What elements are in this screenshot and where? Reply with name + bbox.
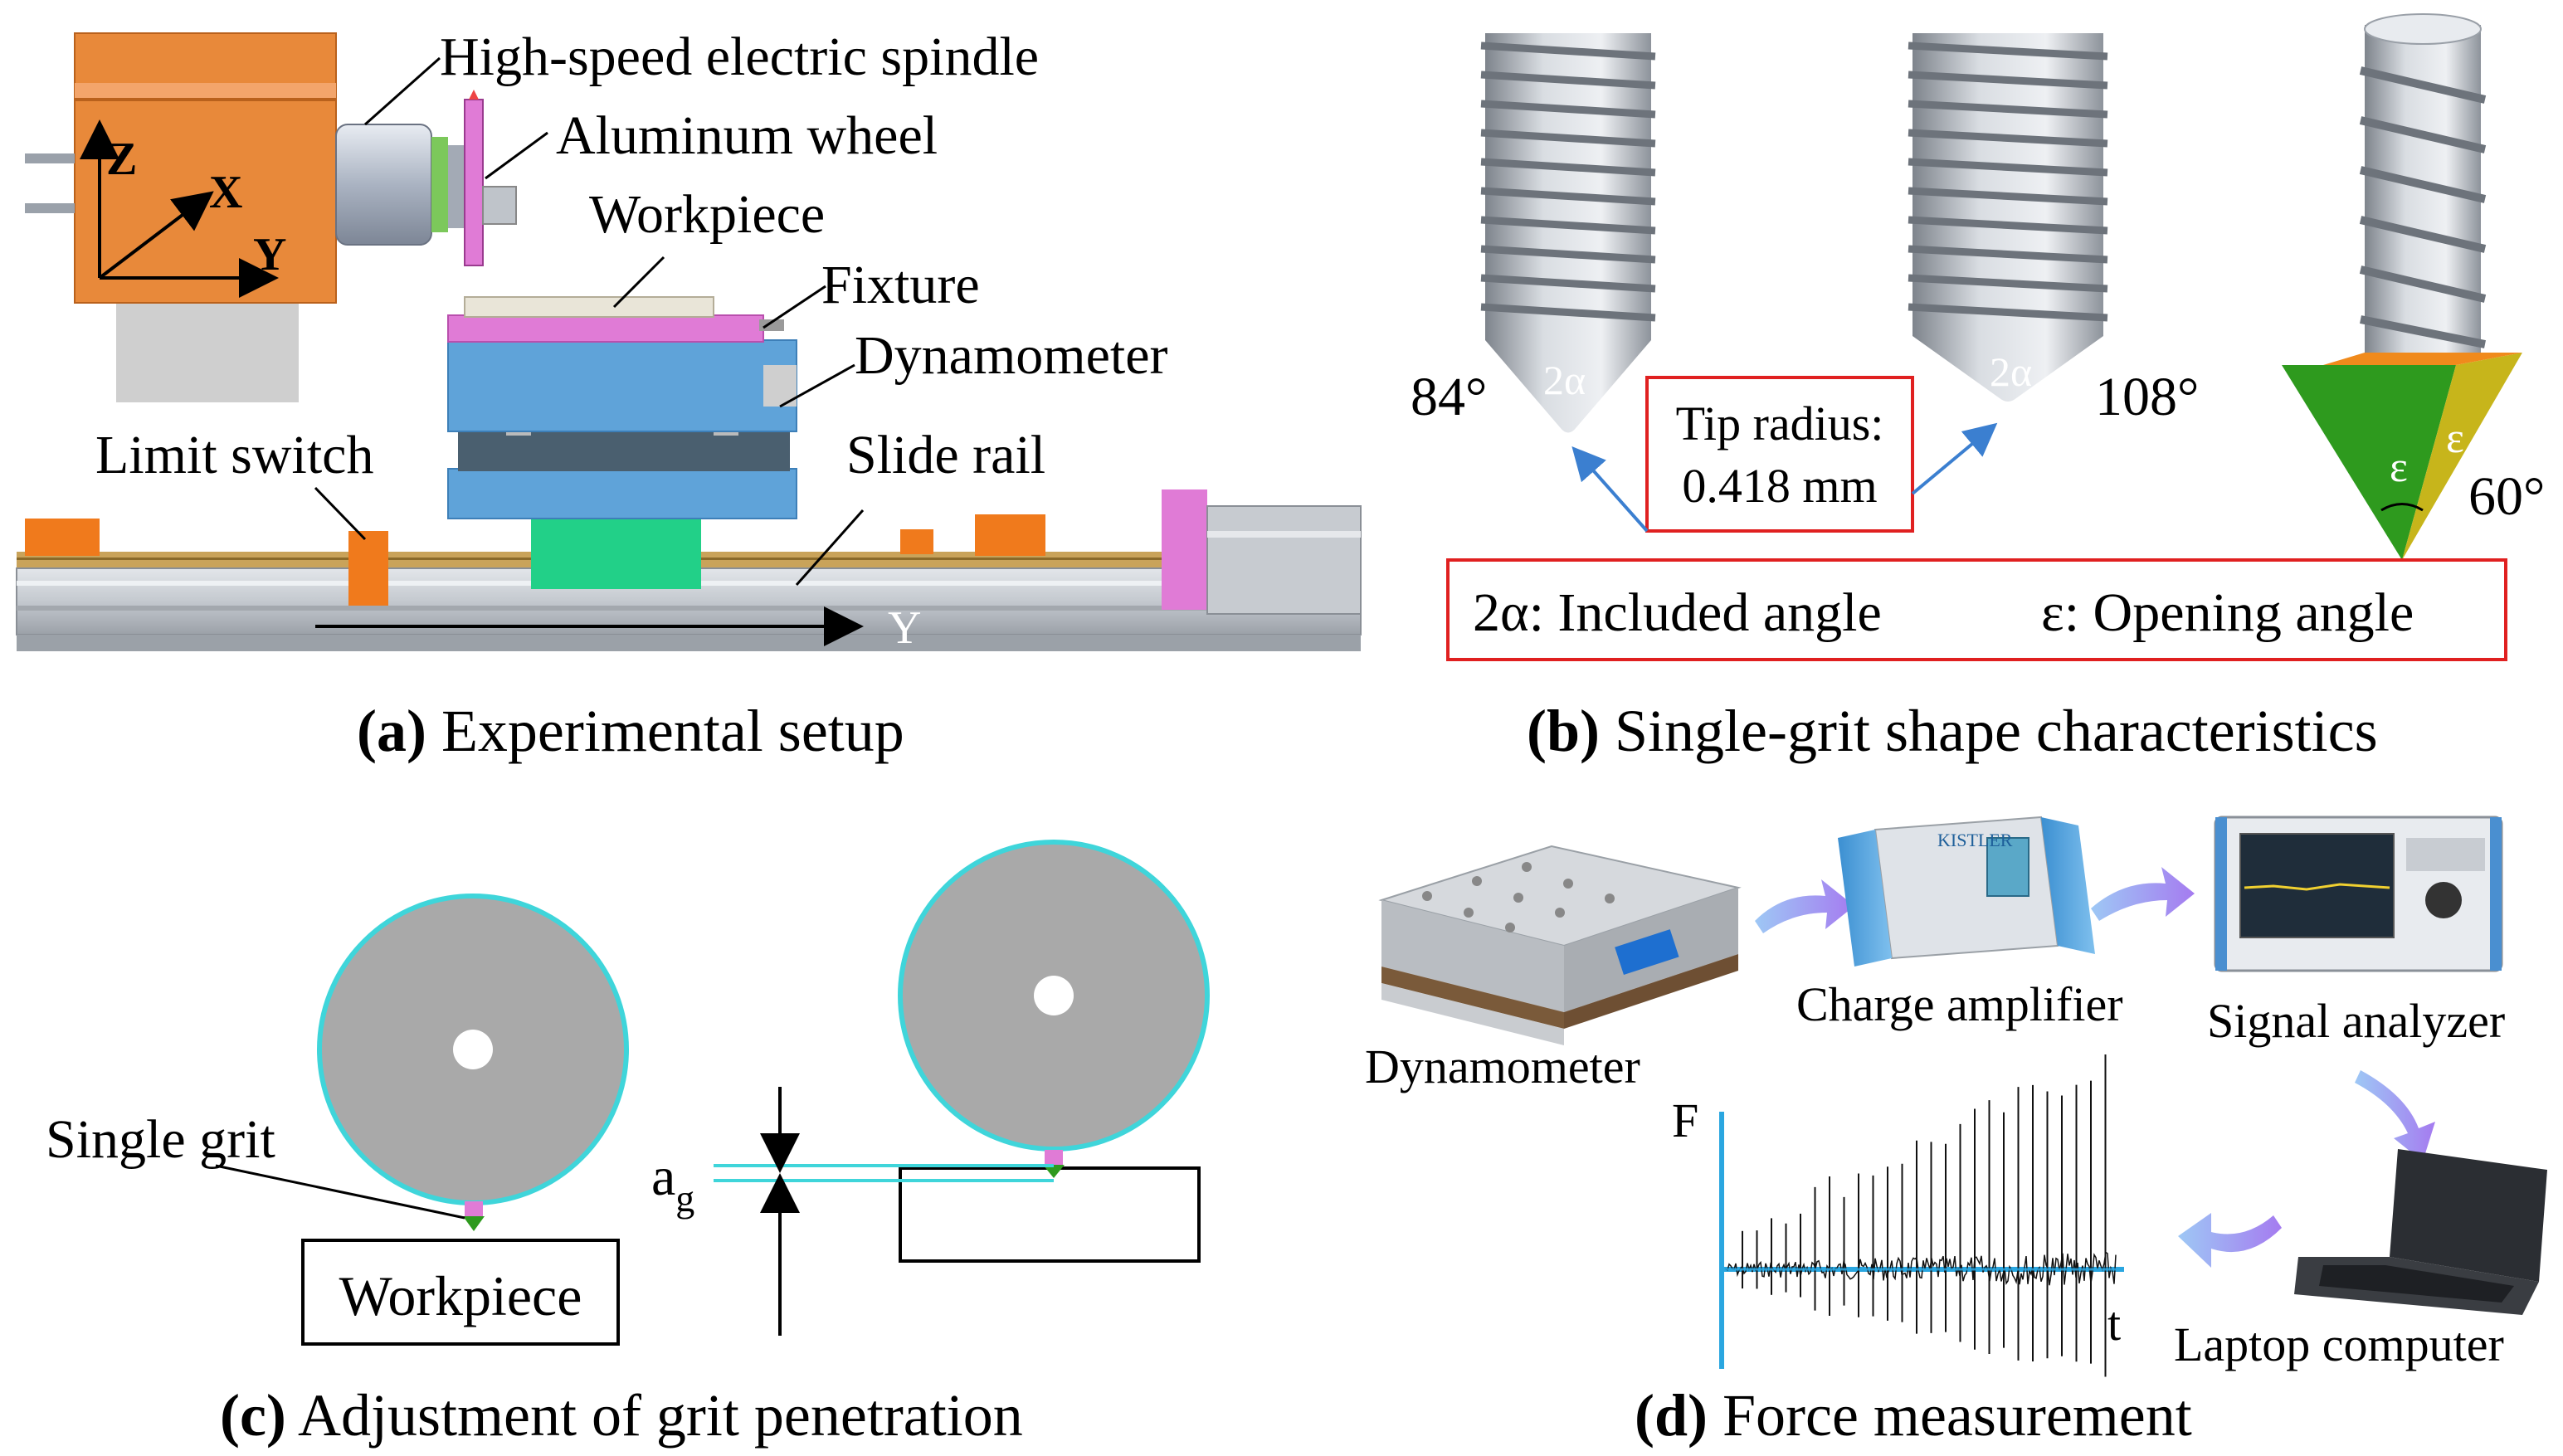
label-single-grit: Single grit <box>46 1109 275 1170</box>
spindle-body <box>335 124 432 246</box>
charge-amplifier-device <box>1838 816 2095 967</box>
tip-radius-line2: 0.418 mm <box>1682 459 1877 513</box>
signal-analyzer-device <box>2214 816 2503 972</box>
label-dynamometer-d: Dynamometer <box>1365 1040 1640 1093</box>
grit-60-epsilon-left: ε <box>2390 444 2408 491</box>
label-ag: ag <box>651 1147 694 1220</box>
force-noise <box>1725 1251 2117 1286</box>
caption-d-letter: (d) <box>1635 1382 1708 1449</box>
caption-c-letter: (c) <box>220 1382 286 1449</box>
angle-60-label: 60° <box>2468 466 2545 527</box>
spindle-collar <box>431 137 448 232</box>
force-signal-plot <box>1719 1054 2124 1377</box>
flow-arrow-2 <box>2091 867 2195 921</box>
fixture <box>447 314 764 343</box>
label-slide-rail: Slide rail <box>846 425 1045 485</box>
label-wheel: Aluminum wheel <box>556 105 938 166</box>
wheel-left-hole <box>453 1030 493 1069</box>
grit-holder-left <box>465 1201 483 1216</box>
spindle-nose <box>448 145 465 228</box>
caption-d: (d) Force measurement <box>1635 1382 2192 1449</box>
caption-c: (c) Adjustment of grit penetration <box>220 1382 1023 1449</box>
tip-radius-line1: Tip radius: <box>1676 397 1884 450</box>
flow-arrow-3 <box>2355 1070 2435 1161</box>
label-ag-main: a <box>651 1147 675 1207</box>
rail-end-block-2 <box>975 514 1045 556</box>
grit-holder-right <box>1045 1150 1063 1165</box>
angle-108-label: 108° <box>2095 367 2199 427</box>
caption-b-text: Single-grit shape characteristics <box>1615 698 2378 764</box>
panel-b-grit-shapes: 2α 84° 2α 108° Tip radius: 0.418 mm <box>1411 13 2545 764</box>
axis-y-label: Y <box>253 229 286 280</box>
angle-legend-box <box>1446 558 2507 661</box>
grit-60-drawing <box>2282 13 2522 560</box>
panel-d-force-measurement: Dynamometer KISTLER Charge amplifier Sig… <box>1365 816 2547 1449</box>
panel-c-penetration: Single grit Workpiece ag (c) Adjustment … <box>46 840 1210 1449</box>
tip-radius-arrow-right <box>1911 422 1998 495</box>
caption-a-text: Experimental setup <box>441 698 904 764</box>
carriage-mount <box>531 519 701 589</box>
rail-axis-y-label: Y <box>888 602 921 654</box>
plot-axis-t: t <box>2107 1297 2121 1351</box>
grit-108-drawing <box>1908 33 2108 402</box>
angle-84-label: 84° <box>1411 367 1487 427</box>
workpiece-box-left <box>301 1239 620 1346</box>
grit-84-drawing <box>1480 33 1656 433</box>
legend-opening-angle: ε: Opening angle <box>2041 582 2414 643</box>
plot-axis-f: F <box>1672 1093 1698 1147</box>
label-ag-sub: g <box>675 1177 694 1220</box>
fixture-bolt <box>759 319 784 331</box>
grit-84-two-alpha: 2α <box>1543 357 1586 403</box>
label-limit-switch: Limit switch <box>95 425 373 485</box>
laptop-device <box>2294 1149 2547 1315</box>
grit-108-two-alpha: 2α <box>1990 348 2032 395</box>
amplifier-brand: KISTLER <box>1937 830 2013 850</box>
caption-c-text: Adjustment of grit penetration <box>298 1382 1023 1449</box>
label-workpiece-c: Workpiece <box>339 1264 582 1327</box>
tip-radius-box <box>1645 376 1914 533</box>
panel-a-leaders <box>314 56 865 586</box>
grit-tip-right <box>1043 1165 1065 1178</box>
spindle-housing <box>25 32 337 304</box>
label-dynamometer: Dynamometer <box>855 325 1168 386</box>
caption-a: (a) Experimental setup <box>357 698 904 764</box>
coordinate-axes <box>80 119 279 298</box>
label-laptop: Laptop computer <box>2174 1317 2504 1371</box>
wheel-nut <box>482 186 517 225</box>
dynamometer <box>447 339 797 519</box>
legend-included-angle: 2α: Included angle <box>1473 582 1882 643</box>
caption-a-letter: (a) <box>357 698 426 764</box>
rail-stop <box>900 529 933 554</box>
grit-60-epsilon-right: ε <box>2446 415 2464 462</box>
caption-b-letter: (b) <box>1527 698 1600 764</box>
axis-x-label: X <box>209 167 242 218</box>
force-signal-trace <box>1725 1054 2117 1377</box>
flow-arrow-4 <box>2178 1213 2282 1268</box>
aluminum-wheel-side <box>464 99 484 266</box>
rail-end-block <box>25 519 100 556</box>
tip-radius-arrow-left <box>1571 446 1649 533</box>
spindle-support <box>116 299 299 402</box>
axis-z-label: Z <box>106 134 137 185</box>
label-spindle: High-speed electric spindle <box>440 27 1039 87</box>
caption-d-text: Force measurement <box>1722 1382 2192 1449</box>
label-charge-amplifier: Charge amplifier <box>1796 977 2123 1031</box>
workpiece-block <box>464 296 714 318</box>
workpiece-box-right <box>899 1166 1201 1263</box>
single-grit-leader <box>215 1164 465 1220</box>
caption-b: (b) Single-grit shape characteristics <box>1527 698 2378 764</box>
wheel-grit-tip <box>469 90 479 100</box>
label-workpiece: Workpiece <box>589 184 825 245</box>
grit-tip-left <box>463 1216 485 1231</box>
flow-arrow-1 <box>1755 879 1854 933</box>
wheel-right-hole <box>1034 976 1074 1015</box>
dynamometer-device <box>1378 845 1742 1045</box>
panel-a-setup: Z X Y Y High-speed electric spindle Alum… <box>16 27 1362 764</box>
limit-switch <box>348 531 388 606</box>
label-signal-analyzer: Signal analyzer <box>2207 994 2505 1048</box>
label-fixture: Fixture <box>821 255 980 315</box>
